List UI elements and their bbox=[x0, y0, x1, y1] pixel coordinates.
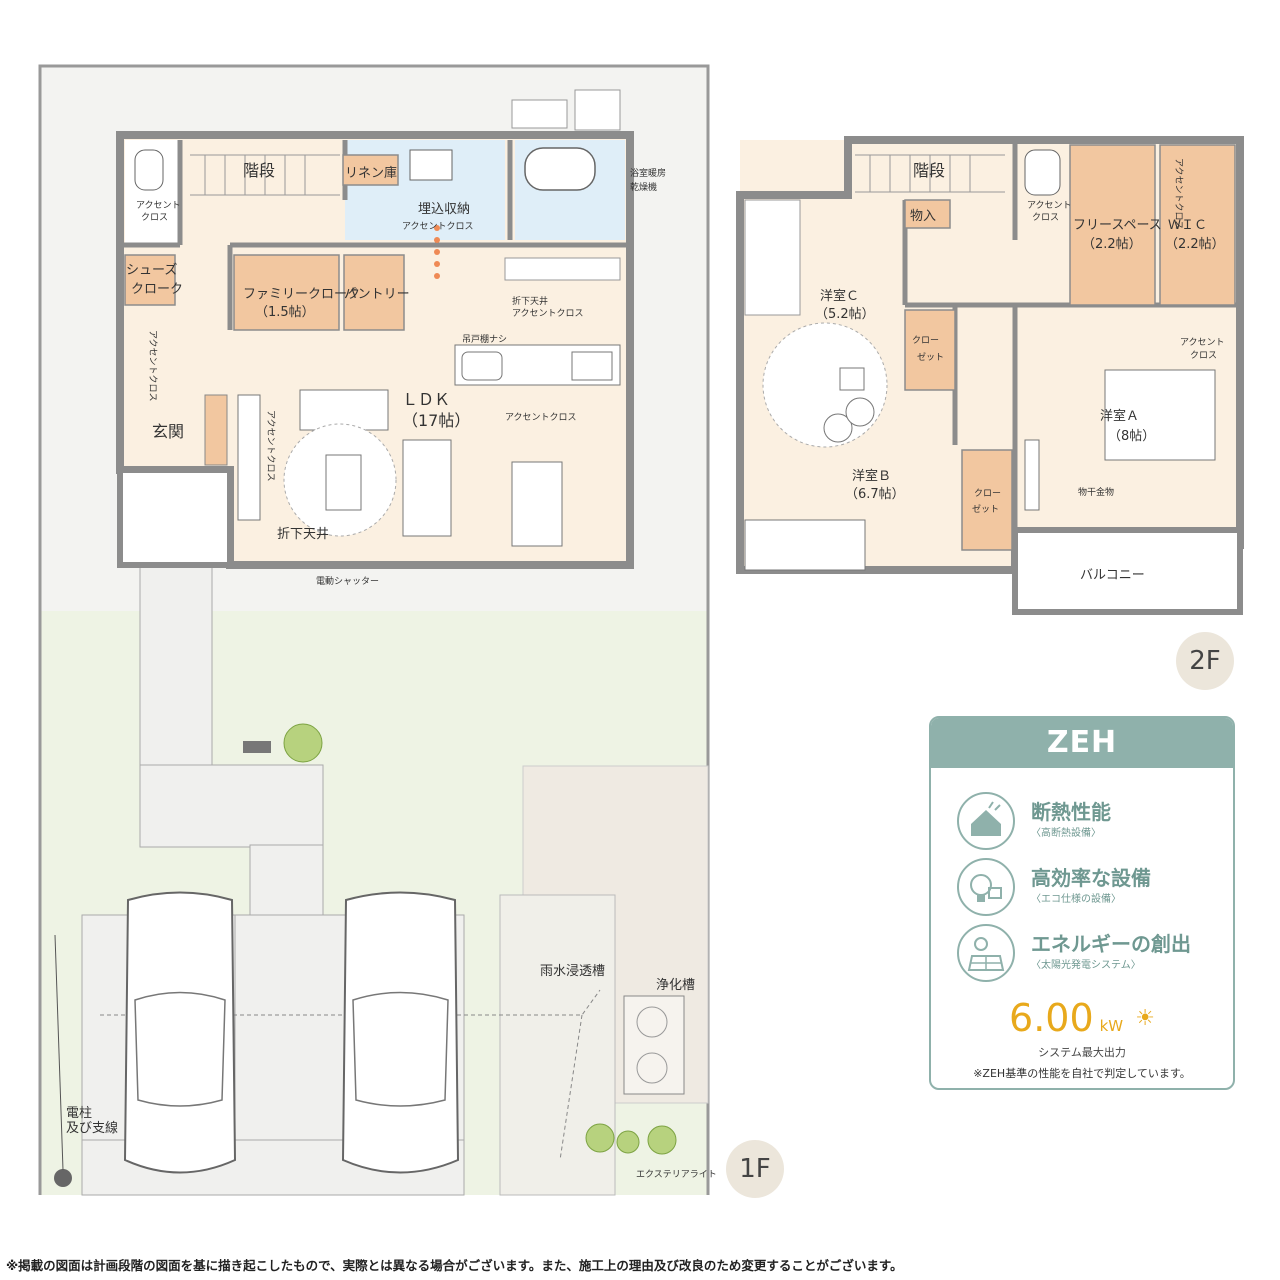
label-ext-light: エクステリアライト bbox=[636, 1169, 717, 1180]
label-balcony: バルコニー bbox=[1080, 568, 1145, 583]
sun-icon: ☀ bbox=[1135, 1006, 1155, 1031]
label-bath-dryer: 乾燥機 bbox=[630, 181, 657, 193]
label-pantry: パントリー bbox=[344, 287, 410, 302]
label-hanging-shelf: 吊戸棚ナシ bbox=[462, 333, 507, 345]
floor-badge-2f: 2F bbox=[1176, 632, 1234, 690]
labels-2f: 階段 物入 アクセント クロス フリースペース （2.2帖） ＷＩＣ （2.2帖… bbox=[815, 158, 1225, 583]
label-shoes-1: シューズ bbox=[126, 262, 177, 278]
label-builtin: 埋込収納 bbox=[418, 202, 470, 217]
label-closet-b-2: ゼット bbox=[972, 503, 999, 515]
zeh-feature-sub: 〈エコ仕様の設備〉 bbox=[1031, 894, 1121, 905]
label-stairs-2f: 階段 bbox=[913, 161, 945, 180]
label-ceiling-2: 折下天井 bbox=[277, 527, 329, 542]
label-septic: 浄化槽 bbox=[656, 978, 695, 993]
zeh-feature-sub: 〈太陽光発電システム〉 bbox=[1031, 960, 1141, 971]
label-ceiling-accent: アクセントクロス bbox=[512, 308, 584, 319]
zeh-feature-energy: エネルギーの創出 〈太陽光発電システム〉 bbox=[957, 924, 1227, 984]
zeh-feature-equipment: 高効率な設備 〈エコ仕様の設備〉 bbox=[957, 858, 1227, 918]
label-family-closet-2: （1.5帖） bbox=[255, 305, 315, 320]
label-accent-a-2: クロス bbox=[1190, 350, 1217, 361]
label-laundry: 物干金物 bbox=[1078, 486, 1114, 498]
label-free-1: フリースペース bbox=[1073, 218, 1162, 233]
label-ceiling-1: 折下天井 bbox=[512, 295, 548, 307]
label-free-2: （2.2帖） bbox=[1082, 237, 1142, 252]
zeh-note: ※ZEH基準の性能を自社で判定しています。 bbox=[973, 1067, 1191, 1080]
insulation-icon bbox=[957, 792, 1015, 850]
label-accent-toilet2-2: クロス bbox=[1032, 212, 1059, 223]
label-wic-1: ＷＩＣ bbox=[1168, 218, 1207, 233]
solar-panel-icon bbox=[957, 924, 1015, 982]
label-room-b-2: （6.7帖） bbox=[845, 487, 905, 502]
eco-bulb-icon bbox=[957, 858, 1015, 916]
label-room-b-1: 洋室Ｂ bbox=[852, 468, 891, 484]
label-ldk-1: ＬＤＫ bbox=[402, 390, 450, 409]
label-ldk-2: （17帖） bbox=[402, 411, 470, 430]
label-accent-toilet-1: アクセント bbox=[136, 200, 181, 211]
label-accent-a-1: アクセント bbox=[1180, 337, 1225, 348]
label-accent-wic: アクセントクロス bbox=[1173, 158, 1184, 230]
house-2f bbox=[736, 136, 1244, 615]
zeh-output: 6.00 kW ☀ bbox=[931, 996, 1233, 1040]
zeh-feature-title: 高効率な設備 bbox=[1031, 866, 1151, 890]
label-storage-2f: 物入 bbox=[910, 209, 936, 224]
zeh-feature-sub: 〈高断熱設備〉 bbox=[1031, 828, 1101, 839]
label-bath-heater: 浴室暖房 bbox=[630, 167, 666, 179]
label-accent-builtin: アクセントクロス bbox=[402, 221, 474, 232]
label-accent-hall: アクセントクロス bbox=[147, 330, 158, 402]
zeh-feature-insulation: 断熱性能 〈高断熱設備〉 bbox=[957, 792, 1227, 852]
zeh-title: ZEH bbox=[931, 718, 1233, 768]
label-closet-c-2: ゼット bbox=[917, 351, 944, 363]
zeh-output-value: 6.00 bbox=[1009, 996, 1094, 1040]
disclaimer: ※掲載の図面は計画段階の図面を基に描き起こしたもので、実際とは異なる場合がござい… bbox=[6, 1258, 903, 1273]
label-linen: リネン庫 bbox=[345, 166, 397, 181]
label-shutter: 電動シャッター bbox=[316, 576, 379, 587]
label-shoes-2: クローク bbox=[131, 282, 183, 297]
label-accent-toilet-2: クロス bbox=[141, 212, 168, 223]
label-accent-toilet2-1: アクセント bbox=[1027, 200, 1072, 211]
label-accent-ldk: アクセントクロス bbox=[505, 412, 577, 423]
zeh-output-label: システム最大出力 bbox=[1038, 1046, 1126, 1059]
car-left bbox=[123, 891, 237, 1174]
label-rain-tank: 雨水浸透槽 bbox=[540, 964, 605, 979]
label-room-a-2: （8帖） bbox=[1108, 429, 1155, 444]
label-pole-2: 及び支線 bbox=[66, 1120, 118, 1136]
label-pole-1: 電柱 bbox=[66, 1106, 92, 1121]
label-family-closet-1: ファミリークローク bbox=[243, 287, 360, 302]
label-entrance: 玄関 bbox=[152, 422, 184, 441]
label-room-a-1: 洋室Ａ bbox=[1100, 408, 1139, 424]
label-wic-2: （2.2帖） bbox=[1165, 237, 1225, 252]
label-room-c-2: （5.2帖） bbox=[815, 307, 875, 322]
zeh-feature-title: エネルギーの創出 bbox=[1031, 932, 1191, 956]
zeh-panel: ZEH 断熱性能 〈高断熱設備〉 高効率な設備 〈エコ仕様の設備〉 エネルギーの… bbox=[929, 716, 1235, 1090]
label-stairs-1f: 階段 bbox=[243, 161, 275, 180]
house-1f bbox=[116, 131, 634, 569]
zeh-output-unit: kW bbox=[1099, 1017, 1124, 1035]
floor-badge-1f: 1F bbox=[726, 1140, 784, 1198]
zeh-feature-title: 断熱性能 bbox=[1031, 800, 1111, 824]
label-accent-tv: アクセントクロス bbox=[265, 410, 276, 482]
label-room-c-1: 洋室Ｃ bbox=[820, 288, 859, 304]
label-closet-b-1: クロー bbox=[974, 488, 1001, 499]
labels-1f: 階段 リネン庫 埋込収納 アクセントクロス 浴室暖房 乾燥機 アクセント クロス… bbox=[66, 161, 717, 1180]
car-right bbox=[341, 891, 460, 1174]
label-closet-c-1: クロー bbox=[912, 335, 939, 346]
